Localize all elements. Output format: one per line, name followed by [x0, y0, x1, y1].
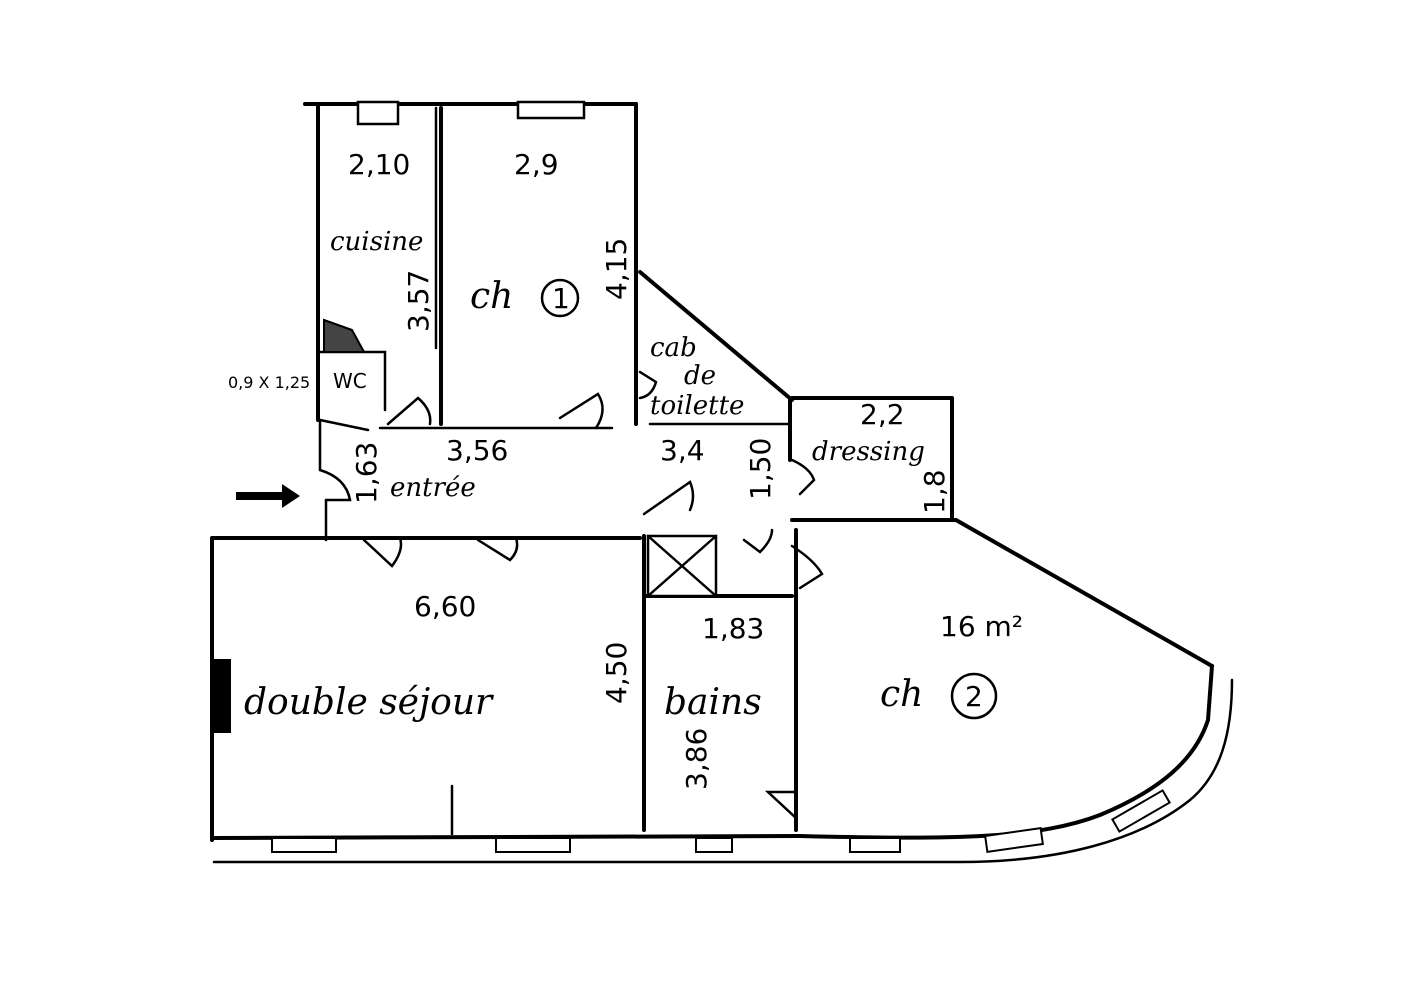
room-label-sejour: double séjour [244, 682, 494, 723]
room-label-ch1: ch [470, 276, 513, 317]
room-label-cab: cab [650, 333, 697, 363]
room-label-bains: bains [664, 682, 762, 723]
doors [318, 370, 824, 821]
room-label-cab-toilette: toilette [650, 391, 744, 421]
window-sejour-west [211, 659, 231, 733]
door-cab [638, 370, 658, 400]
room-label-entree: entrée [390, 473, 476, 503]
dim-sejour-width: 6,60 [414, 590, 476, 623]
room-number-ch1: 1 [552, 282, 570, 315]
window-south-2 [495, 837, 571, 853]
room-number-ch1-circle [540, 278, 580, 318]
dim-entree-width-1: 3,56 [446, 434, 508, 467]
dim-dressing-width: 2,2 [860, 398, 905, 431]
door-bains [642, 480, 695, 516]
window-south-1 [271, 837, 337, 853]
dim-cuisine-height: 3,57 [402, 270, 435, 332]
wall-cab-diagonal [638, 270, 794, 402]
window-ch1 [516, 100, 586, 120]
door-hall [742, 528, 774, 554]
room-number-ch2: 2 [965, 680, 983, 713]
room-label-dressing: dressing [812, 437, 925, 467]
wall-ch2-north [794, 518, 1214, 668]
room-label-ch2: ch [880, 674, 923, 715]
shaft-cross [646, 534, 718, 598]
room-label-cab-de: de [684, 361, 716, 391]
door-bains-small [764, 790, 798, 821]
wall-ch2-curve [798, 664, 1214, 840]
wall-entree-north [378, 422, 792, 430]
dim-wc-size: 0,9 X 1,25 [228, 373, 310, 392]
wall-wc-bottom [318, 418, 370, 432]
door-entrance [318, 468, 352, 502]
window-south-5 [984, 827, 1044, 853]
dim-cuisine-width: 2,10 [348, 148, 410, 181]
dim-ch2-area: 16 m² [940, 610, 1023, 643]
dim-bains-height: 3,86 [680, 728, 713, 790]
dim-hall-height: 1,50 [744, 438, 777, 500]
window-cuisine [356, 100, 400, 126]
door-cuisine [386, 396, 432, 426]
window-south-4 [849, 837, 901, 853]
dim-ch1-height: 4,15 [600, 238, 633, 300]
dim-dressing-height: 1,8 [918, 469, 951, 514]
dim-bains-width: 1,83 [702, 612, 764, 645]
room-label-cuisine: cuisine [330, 227, 423, 257]
door-ch2 [790, 544, 824, 590]
dim-entree-height: 1,63 [350, 442, 383, 504]
walls [210, 100, 1234, 864]
wall-south-outer [212, 678, 1234, 864]
window-south-3 [695, 837, 733, 853]
door-ch1 [558, 392, 604, 430]
dim-entree-width-2: 3,4 [660, 434, 705, 467]
door-sejour-1 [362, 536, 403, 568]
wall-entree-west [318, 418, 328, 542]
dim-sejour-height: 4,50 [600, 642, 633, 704]
room-label-wc: WC [333, 369, 367, 393]
room-number-ch2-circle [950, 672, 998, 720]
entrance-arrow-icon [236, 484, 300, 508]
window-south-6 [1111, 789, 1171, 833]
dim-ch1-width: 2,9 [514, 148, 559, 181]
door-sejour-2 [476, 536, 519, 562]
wc-hatch [323, 318, 366, 353]
door-dressing [790, 458, 816, 496]
